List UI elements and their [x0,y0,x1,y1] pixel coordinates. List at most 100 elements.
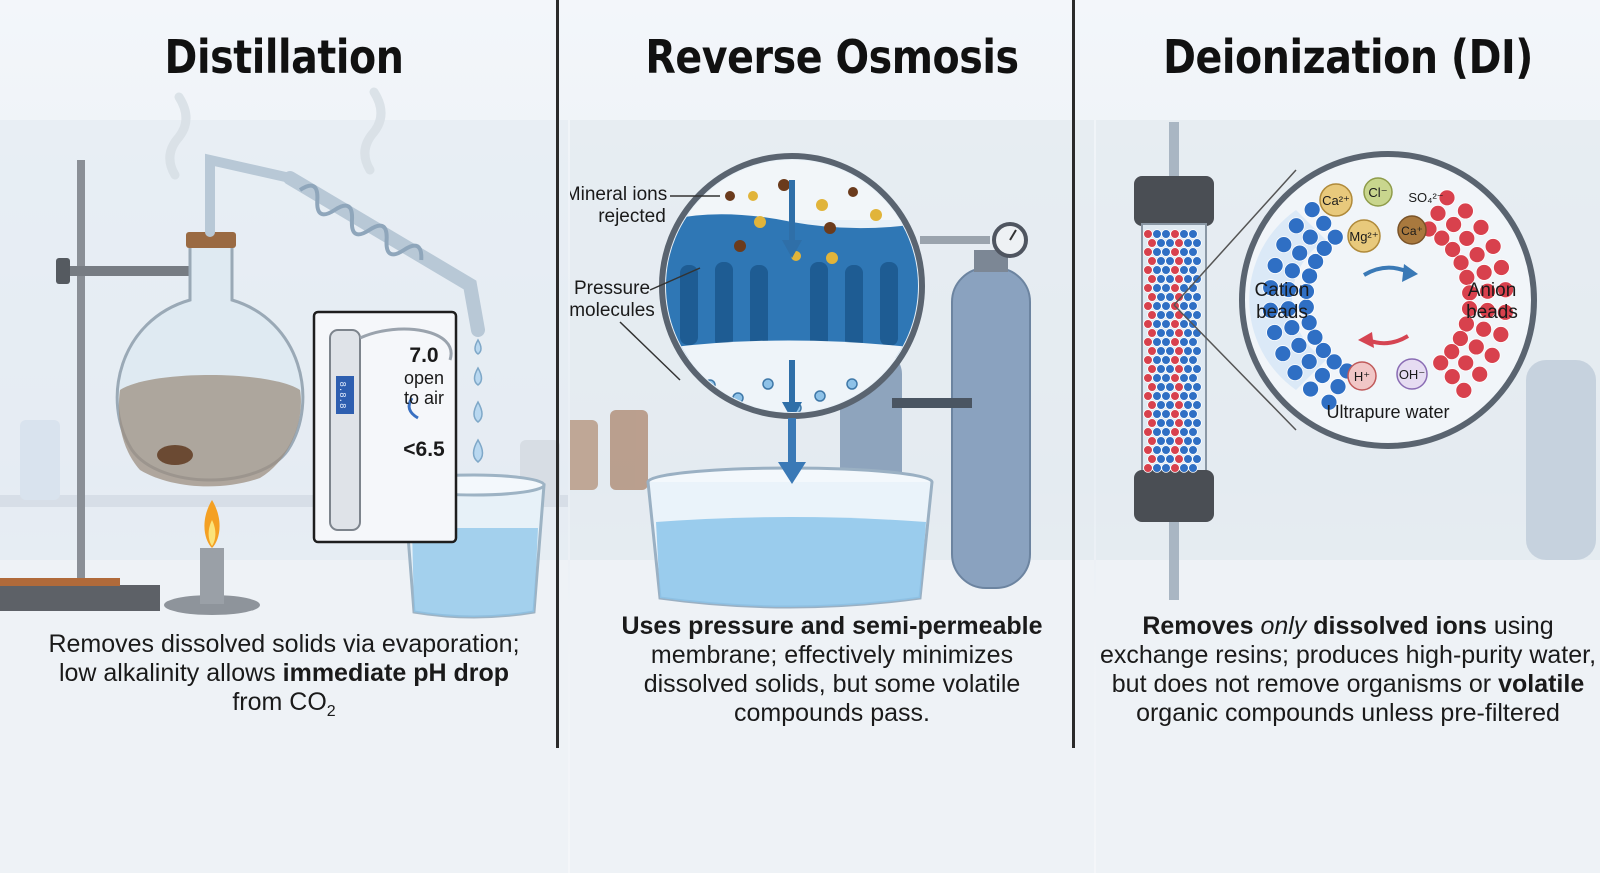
ion-h-badge [1347,361,1377,391]
purified-water [656,517,926,607]
divider-2 [1072,0,1075,748]
resin-bead [1183,382,1193,392]
resin-bead [1192,346,1202,356]
cation-bead [1315,214,1333,232]
resin-bead [1143,391,1153,401]
resin-bead [1165,346,1175,356]
retort-stand-rod [77,160,85,590]
resin-bead [1161,229,1171,239]
cation-bead [1279,300,1297,318]
resin-bead [1174,256,1184,266]
resin-bead [1143,427,1153,437]
anion-bead [1452,254,1470,272]
anion-bead [1483,346,1501,364]
resin-bead [1152,463,1162,473]
resin-bead [1183,274,1193,284]
distillation-caption-line3: from CO2 [232,688,336,720]
resin-bead [1179,247,1189,257]
anion-bead [1443,343,1461,361]
resin-bead [1143,373,1153,383]
pressure-tank [951,267,1031,589]
ph-meter-display: 8.8.8 [337,381,347,408]
resin-bead [1165,364,1175,374]
anion-bead [1468,246,1486,264]
label-cation: Cation [1255,280,1310,301]
resin-bead [1170,247,1180,257]
resin-bead [1161,283,1171,293]
ph-note-line2: to air [404,388,444,408]
ro-caption-line4: compounds pass. [734,699,930,727]
resin-bead [1174,436,1184,446]
resin-bead [1143,463,1153,473]
resin-bead [1165,292,1175,302]
resin-bead [1179,373,1189,383]
resin-bead [1161,319,1171,329]
resin-bead [1147,382,1157,392]
anion-bead [1444,241,1462,258]
resin-bead [1183,364,1193,374]
resin-bead [1152,427,1162,437]
resin-bead [1165,274,1175,284]
cation-bead [1313,367,1331,384]
resin-bead [1170,427,1180,437]
resin-bead [1179,229,1189,239]
resin-bead [1174,274,1184,284]
cation-bead [1314,342,1332,359]
resin-bead [1192,238,1202,248]
resin-bead [1165,454,1175,464]
resin-bead [1152,391,1162,401]
resin-bead [1147,454,1157,464]
anion-bead [1445,216,1463,233]
resin-bead [1179,337,1189,347]
reverse-osmosis-title: Reverse Osmosis [645,30,1019,84]
resin-bead [1192,310,1202,320]
resin-bead [1143,445,1153,455]
collected-water [412,528,538,617]
resin-bead [1188,265,1198,275]
resin-bead [1192,436,1202,446]
resin-bead [1179,319,1189,329]
anion-bead [1467,338,1485,356]
ion-oh-badge [1396,358,1428,390]
resin-bead [1156,256,1166,266]
cation-bead [1307,253,1324,270]
resin-bead [1165,256,1175,266]
anion-bead [1433,229,1451,247]
cation-bead [1283,319,1301,336]
resin-bead [1156,292,1166,302]
cation-bead [1306,328,1324,346]
ion-so4: SO₄²⁻ [1408,190,1443,205]
resin-bead [1147,364,1157,374]
resin-bead [1192,382,1202,392]
ph-drop-arrow [407,397,419,420]
resin-bead [1192,256,1202,266]
distillation-caption-line1: Removes dissolved solids via evaporation… [48,630,520,658]
resin-bead [1188,373,1198,383]
resin-bead [1188,391,1198,401]
resin-bead [1179,463,1189,473]
resin-bead [1147,274,1157,284]
resin-bead [1170,373,1180,383]
resin-bead [1183,436,1193,446]
anion-bead [1457,202,1474,220]
ion-mg-badge [1347,219,1381,253]
cation-bead [1290,336,1308,354]
divider-1 [556,0,559,748]
resin-bead [1143,355,1153,365]
label-molecules: molecules [570,300,655,321]
di-caption-line1: Removes only dissolved ions using [1142,612,1554,640]
resin-bead [1170,337,1180,347]
resin-bead [1147,256,1157,266]
anion-bead [1479,302,1496,319]
ion-ca-small: Ca⁺ [1401,224,1423,238]
resin-bead [1183,454,1193,464]
resin-bead [1147,346,1157,356]
resin-bead [1156,274,1166,284]
resin-bead [1170,265,1180,275]
resin-bead [1161,373,1171,383]
resin-bead [1174,310,1184,320]
resin-bead [1179,427,1189,437]
ion-cl: Cl⁻ [1368,185,1387,200]
resin-bead [1179,409,1189,419]
resin-bead [1188,247,1198,257]
